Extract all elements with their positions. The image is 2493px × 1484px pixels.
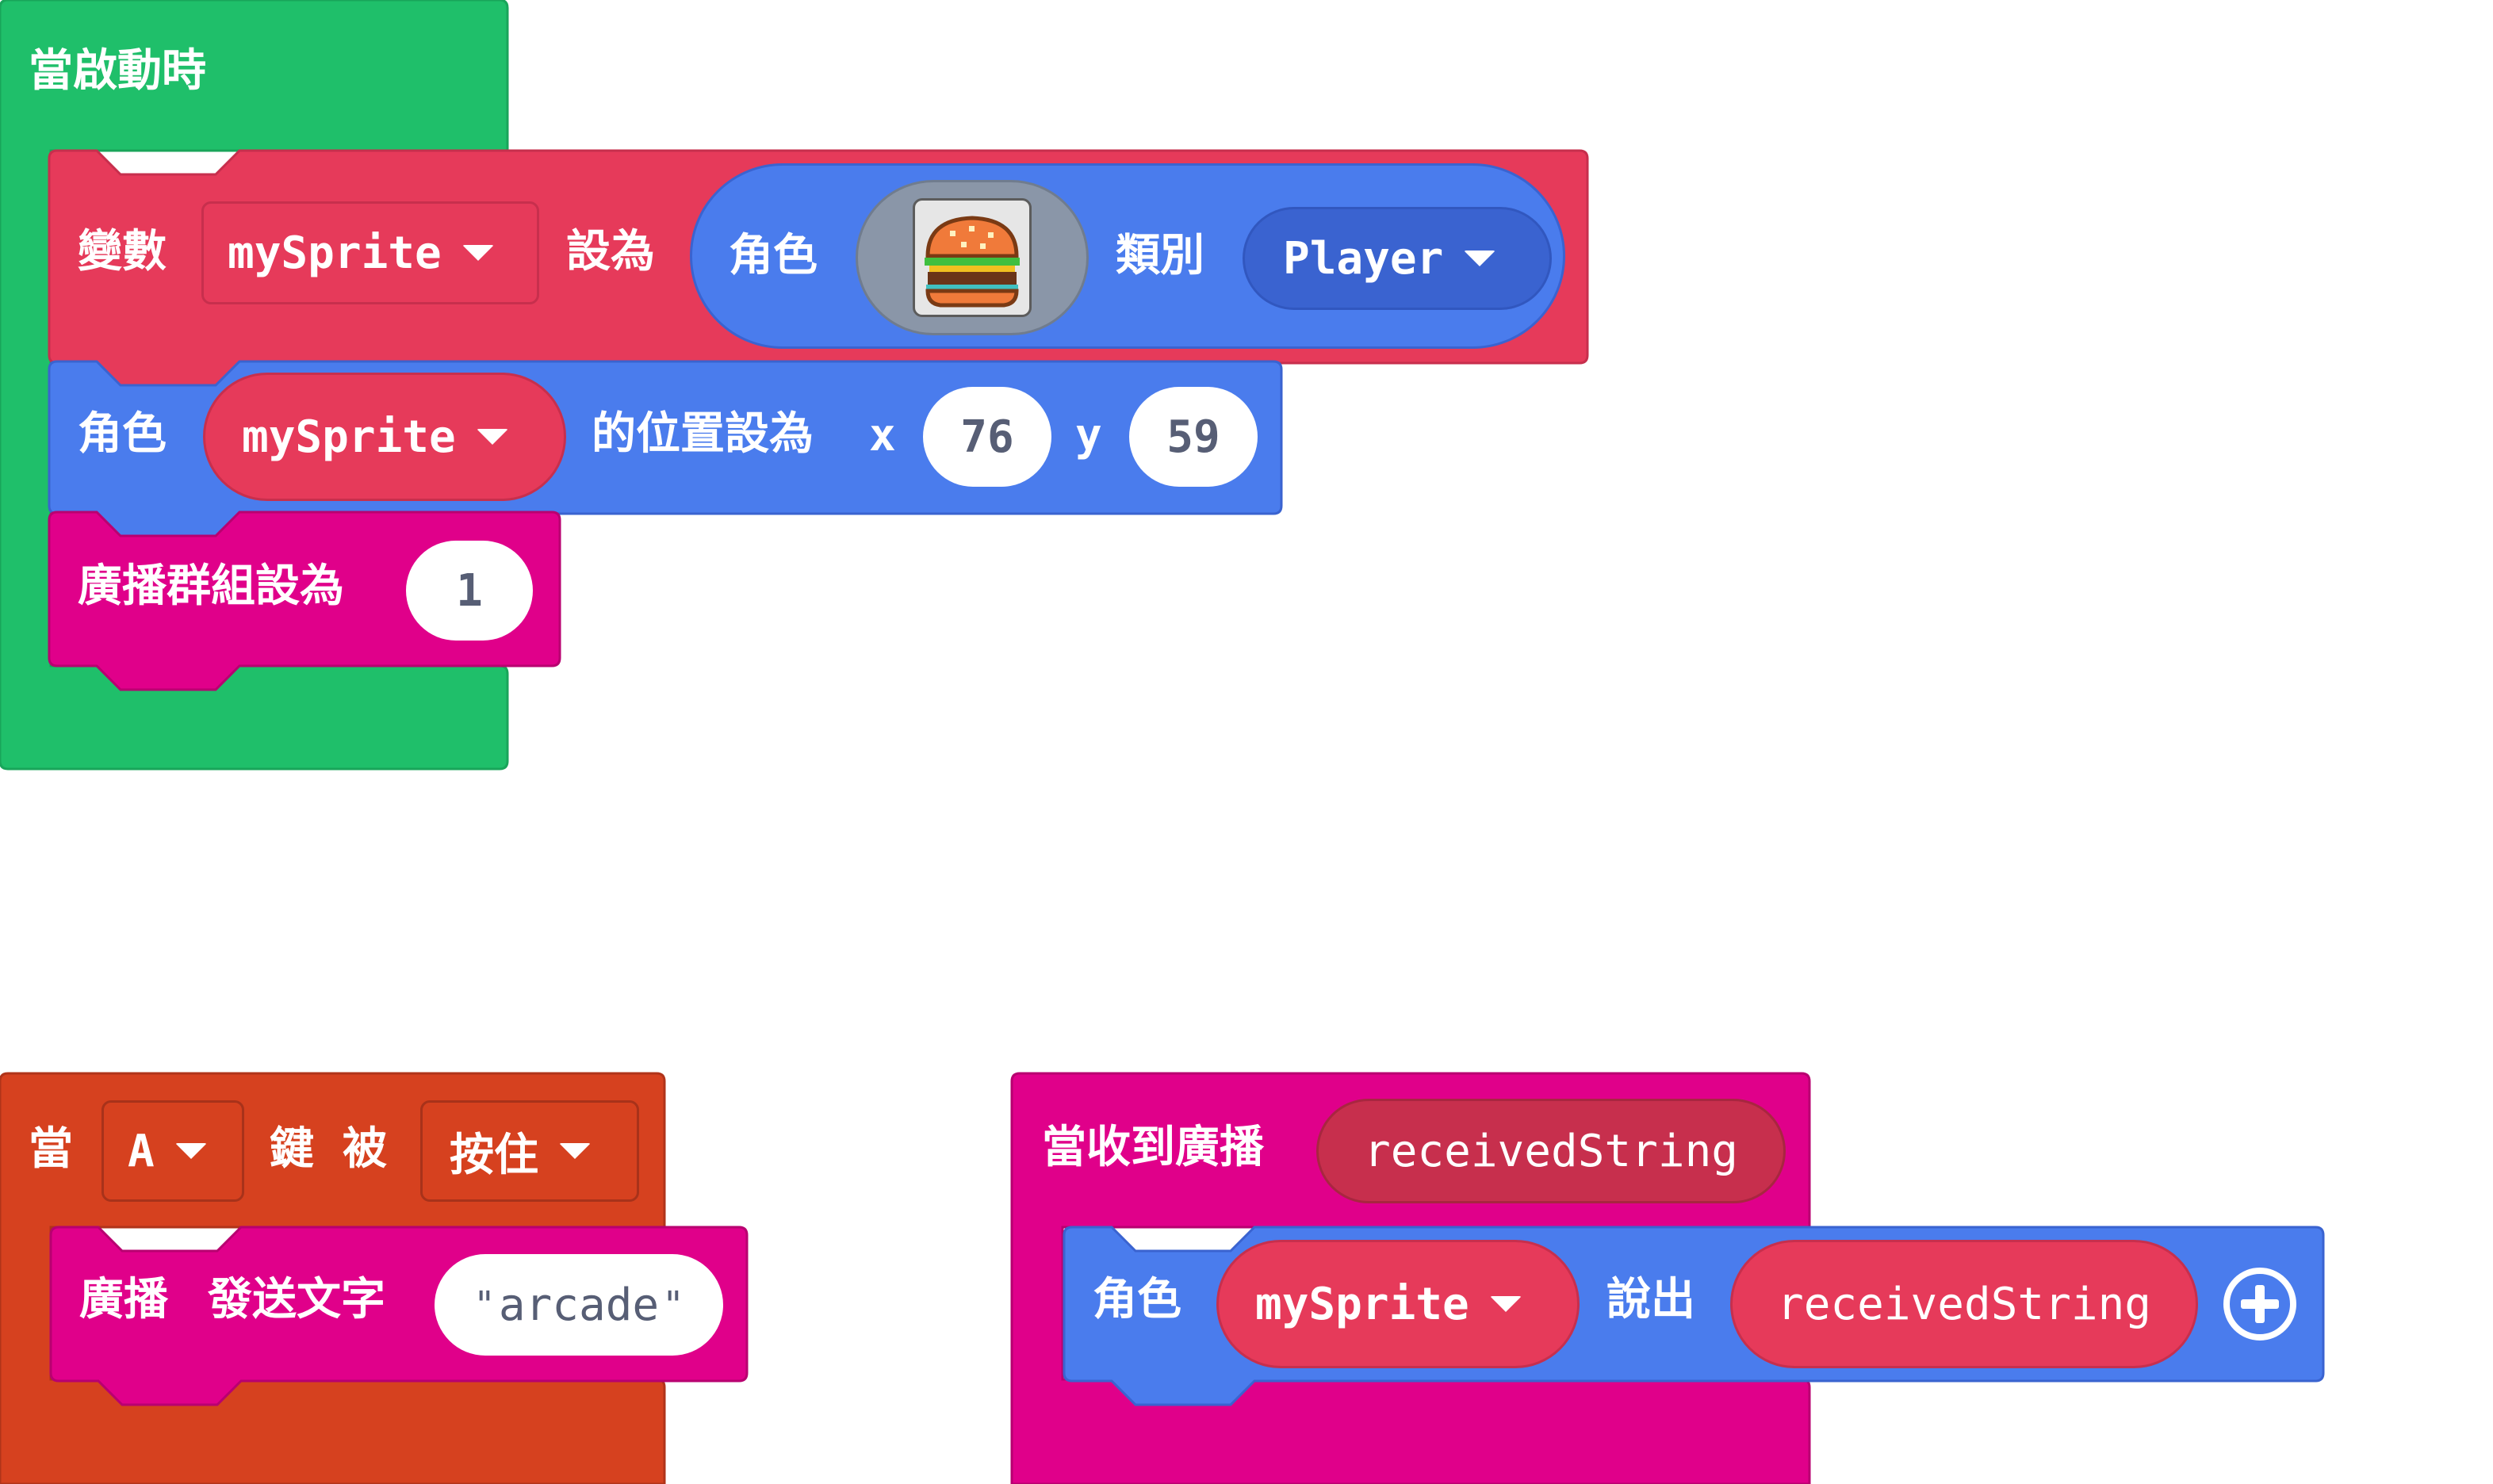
say-sprite-label: 角色: [1093, 1274, 1181, 1325]
kind-dropdown-label: Player: [1283, 232, 1444, 285]
x-label: x: [869, 410, 896, 461]
event-dropdown[interactable]: 按住: [420, 1100, 639, 1202]
string-value: arcade: [498, 1279, 660, 1331]
y-value-input[interactable]: 59: [1129, 387, 1258, 487]
variable-dropdown-label: mySprite: [228, 227, 442, 279]
received-param-label: receivedString: [1363, 1125, 1738, 1177]
chevron-down-icon: [174, 1143, 207, 1159]
position-sprite-label: 角色: [78, 408, 167, 460]
on-received-label: 當收到廣播: [1042, 1122, 1264, 1173]
quote-close: ": [662, 1283, 684, 1326]
received-param-reporter[interactable]: receivedString: [1316, 1099, 1786, 1203]
burger-sprite-icon: [925, 216, 1020, 308]
by-label: 被: [343, 1123, 387, 1175]
key-label: 鍵: [270, 1123, 314, 1175]
string-input[interactable]: " arcade ": [435, 1254, 723, 1356]
chevron-down-icon: [559, 1143, 591, 1159]
quote-open: ": [473, 1283, 496, 1326]
chevron-down-icon: [1489, 1296, 1522, 1312]
chevron-down-icon: [1464, 251, 1496, 266]
kind-label: 類別: [1116, 230, 1204, 281]
y-label: y: [1075, 410, 1102, 461]
set-variable-block[interactable]: 變數 mySprite 設為 角色: [48, 149, 1589, 388]
set-group-block[interactable]: 廣播群組設為 1: [48, 511, 561, 691]
kind-dropdown[interactable]: Player: [1243, 207, 1552, 310]
on-button-prefix: 當: [29, 1123, 73, 1175]
on-start-shape: [0, 0, 509, 771]
x-value-input[interactable]: 76: [923, 387, 1051, 487]
say-variable-label: mySprite: [1255, 1278, 1469, 1330]
button-dropdown[interactable]: A: [101, 1100, 244, 1202]
position-middle-label: 的位置設為: [592, 408, 814, 460]
position-variable-label: mySprite: [242, 411, 456, 463]
set-position-block[interactable]: 角色 mySprite 的位置設為 x 76 y 59: [48, 360, 1283, 539]
set-group-label: 廣播群組設為: [78, 560, 344, 612]
variable-dropdown[interactable]: mySprite: [201, 201, 539, 304]
say-value-reporter[interactable]: receivedString: [1730, 1240, 2198, 1368]
chevron-down-icon: [461, 245, 494, 261]
say-value-label: receivedString: [1776, 1278, 2151, 1330]
send-string-block[interactable]: 廣播 發送文字 " arcade ": [49, 1226, 749, 1406]
chevron-down-icon: [476, 429, 508, 445]
set-variable-label: 變數: [78, 226, 167, 277]
say-variable-dropdown[interactable]: mySprite: [1216, 1240, 1580, 1368]
plus-circle-icon[interactable]: [2222, 1266, 2298, 1342]
group-value-input[interactable]: 1: [406, 541, 533, 641]
image-picker[interactable]: [856, 180, 1089, 335]
image-thumbnail: [913, 198, 1032, 317]
create-sprite-reporter[interactable]: 角色 類別 Player: [690, 163, 1565, 349]
button-dropdown-label: A: [128, 1125, 155, 1177]
sprite-say-block[interactable]: 角色 mySprite 說出 receivedString: [1063, 1226, 2325, 1406]
sprite-label: 角色: [729, 230, 818, 281]
send-text-label: 發送文字: [208, 1274, 385, 1325]
set-to-label: 設為: [566, 226, 655, 277]
say-label: 說出: [1606, 1274, 1695, 1325]
position-variable-dropdown[interactable]: mySprite: [203, 373, 566, 501]
send-label: 廣播: [79, 1274, 168, 1325]
on-start-label: 當啟動時: [29, 45, 206, 97]
on-start-block[interactable]: 當啟動時: [0, 0, 509, 771]
event-dropdown-label: 按住: [450, 1129, 538, 1181]
